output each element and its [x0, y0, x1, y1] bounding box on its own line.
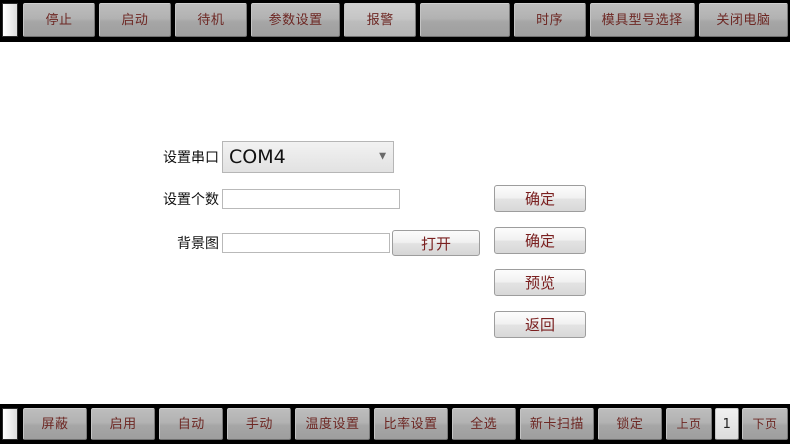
back-button[interactable]: 返回 — [494, 311, 586, 338]
serial-port-value: COM4 — [229, 146, 286, 168]
preview-button[interactable]: 预览 — [494, 269, 586, 296]
toolbar-button-standby[interactable]: 待机 — [174, 3, 247, 37]
form-row-count: 设置个数 — [160, 182, 480, 216]
toolbar-button-mask[interactable]: 屏蔽 — [23, 408, 88, 440]
form-row-serial-port: 设置串口 COM4 ▼ — [160, 140, 480, 174]
confirm-count-button[interactable]: 确定 — [494, 227, 586, 254]
action-button-group: 确定 确定 预览 返回 — [494, 185, 586, 338]
toolbar-button-parameter-settings[interactable]: 参数设置 — [250, 3, 341, 37]
top-toolbar: 停止 启动 待机 参数设置 报警 时序 模具型号选择 关闭电脑 — [0, 0, 790, 42]
chevron-down-icon: ▼ — [379, 151, 386, 162]
toolbar-button-ratio-settings[interactable]: 比率设置 — [373, 408, 448, 440]
toolbar-button-lock[interactable]: 锁定 — [597, 408, 662, 440]
toolbar-edge-strip-top — [2, 3, 18, 37]
count-label: 设置个数 — [163, 192, 219, 208]
toolbar-button-temperature-settings[interactable]: 温度设置 — [295, 408, 370, 440]
settings-form: 设置串口 COM4 ▼ 设置个数 背景图 打开 — [160, 140, 480, 268]
main-content: 设置串口 COM4 ▼ 设置个数 背景图 打开 确定 确定 预览 返回 — [0, 42, 790, 404]
toolbar-button-new-card-scan[interactable]: 新卡扫描 — [519, 408, 594, 440]
toolbar-button-next-page[interactable]: 下页 — [741, 408, 788, 440]
count-input[interactable] — [222, 189, 400, 209]
toolbar-button-start[interactable]: 启动 — [98, 3, 171, 37]
toolbar-button-auto[interactable]: 自动 — [159, 408, 224, 440]
toolbar-edge-strip-bottom — [2, 408, 18, 440]
toolbar-button-stop[interactable]: 停止 — [23, 3, 95, 37]
toolbar-button-alarm[interactable]: 报警 — [344, 3, 417, 37]
background-image-label: 背景图 — [177, 236, 219, 252]
serial-port-combobox[interactable]: COM4 ▼ — [222, 141, 394, 173]
bottom-toolbar: 屏蔽 启用 自动 手动 温度设置 比率设置 全选 新卡扫描 锁定 上页 1 下页 — [0, 404, 790, 444]
toolbar-button-enable[interactable]: 启用 — [91, 408, 156, 440]
toolbar-button-blank[interactable] — [420, 3, 510, 37]
page-number-indicator[interactable]: 1 — [714, 408, 739, 440]
serial-port-label: 设置串口 — [163, 150, 219, 166]
toolbar-button-select-all[interactable]: 全选 — [451, 408, 516, 440]
toolbar-button-shutdown-computer[interactable]: 关闭电脑 — [698, 3, 789, 37]
toolbar-button-manual[interactable]: 手动 — [227, 408, 292, 440]
toolbar-button-previous-page[interactable]: 上页 — [665, 408, 712, 440]
toolbar-button-mold-model-select[interactable]: 模具型号选择 — [589, 3, 695, 37]
form-row-background-image: 背景图 打开 — [160, 226, 480, 260]
open-file-button[interactable]: 打开 — [392, 230, 480, 256]
background-image-path-input[interactable] — [222, 233, 390, 253]
toolbar-button-sequence[interactable]: 时序 — [513, 3, 586, 37]
confirm-serial-button[interactable]: 确定 — [494, 185, 586, 212]
